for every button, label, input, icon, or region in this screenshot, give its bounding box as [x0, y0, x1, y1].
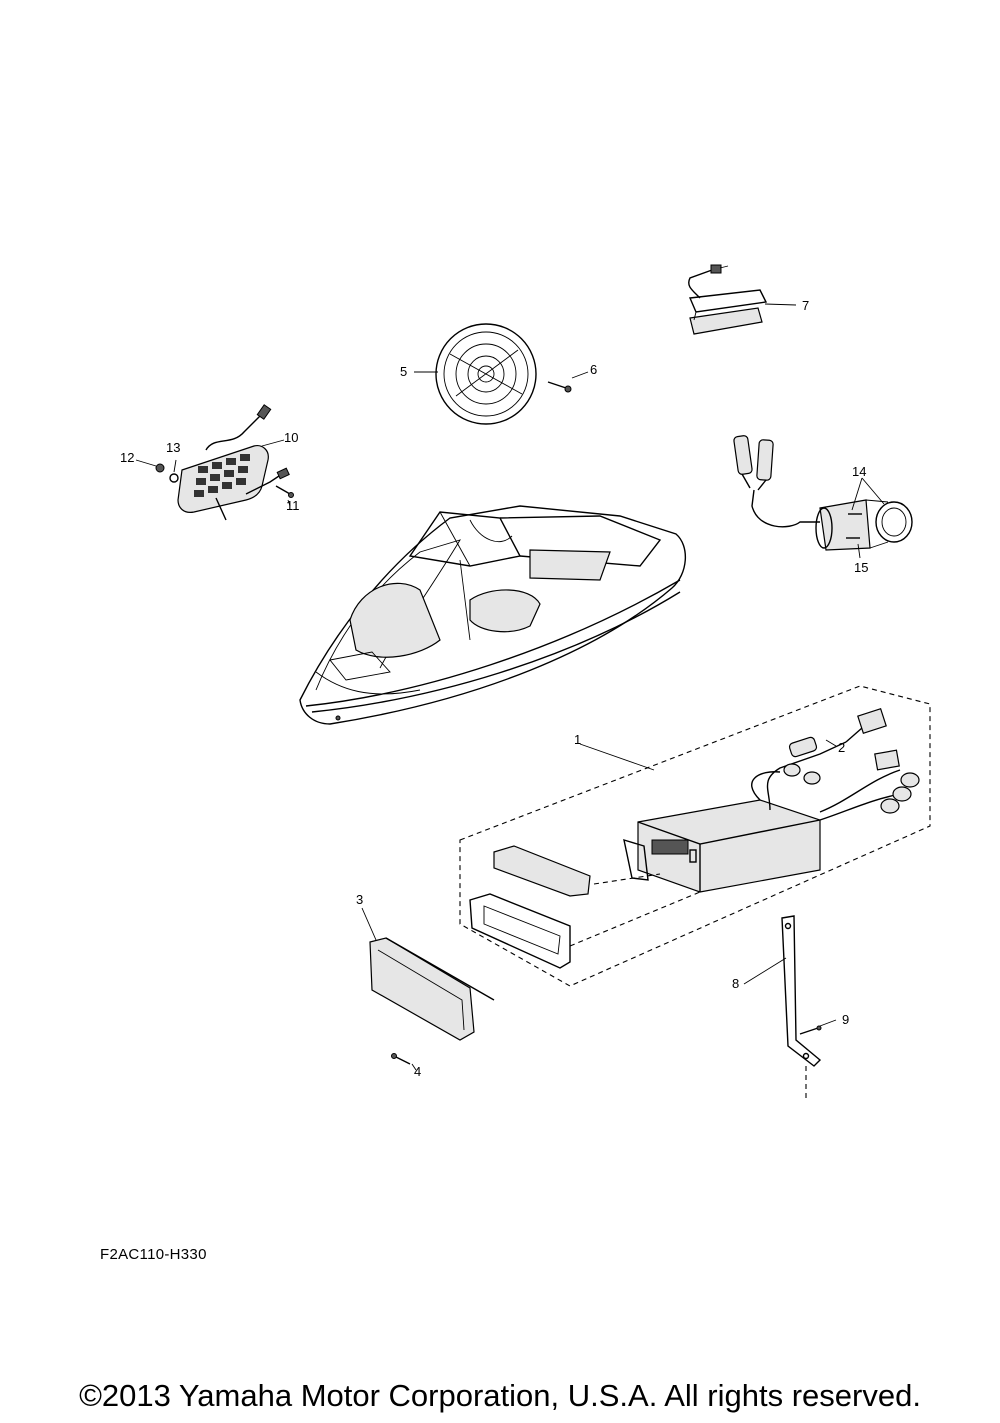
callout-6: 6	[590, 362, 597, 377]
callout-13: 13	[166, 440, 180, 455]
callout-4: 4	[414, 1064, 421, 1079]
callout-14: 14	[852, 464, 866, 479]
screw-9	[799, 1025, 822, 1035]
stereo-cover	[369, 937, 495, 1041]
screw-15	[846, 513, 862, 539]
copyright-notice: ©2013 Yamaha Motor Corporation, U.S.A. A…	[79, 1378, 921, 1413]
washer-13	[169, 473, 179, 483]
callout-7: 7	[802, 298, 809, 313]
led-light-strip	[688, 264, 768, 335]
speaker	[435, 323, 537, 425]
callout-8: 8	[732, 976, 739, 991]
screw-11	[275, 485, 294, 498]
callout-12: 12	[120, 450, 134, 465]
callout-11: 11	[286, 498, 300, 513]
callout-1: 1	[574, 732, 581, 747]
stereo-head-unit	[623, 799, 821, 893]
trim-bezel	[469, 893, 571, 969]
callout-2: 2	[838, 740, 845, 755]
mounting-sleeve	[493, 845, 591, 897]
screw-6	[547, 381, 572, 393]
mounting-bracket	[781, 915, 822, 1098]
callout-15: 15	[854, 560, 868, 575]
nut-12	[155, 463, 165, 473]
wiring-harness-2	[751, 707, 920, 821]
callout-labels: 1 2 3 4 5 6 7 8 9 10 11 12 13 14 15	[120, 298, 868, 1079]
callout-9: 9	[842, 1012, 849, 1027]
screw-4	[391, 1053, 411, 1065]
remote-control-panel	[177, 404, 290, 521]
callout-3: 3	[356, 892, 363, 907]
gauge-with-harness	[733, 435, 913, 551]
callout-5: 5	[400, 364, 407, 379]
diagram-reference-code: F2AC110-H330	[100, 1246, 207, 1263]
callout-10: 10	[284, 430, 298, 445]
boat-hull	[299, 505, 687, 725]
